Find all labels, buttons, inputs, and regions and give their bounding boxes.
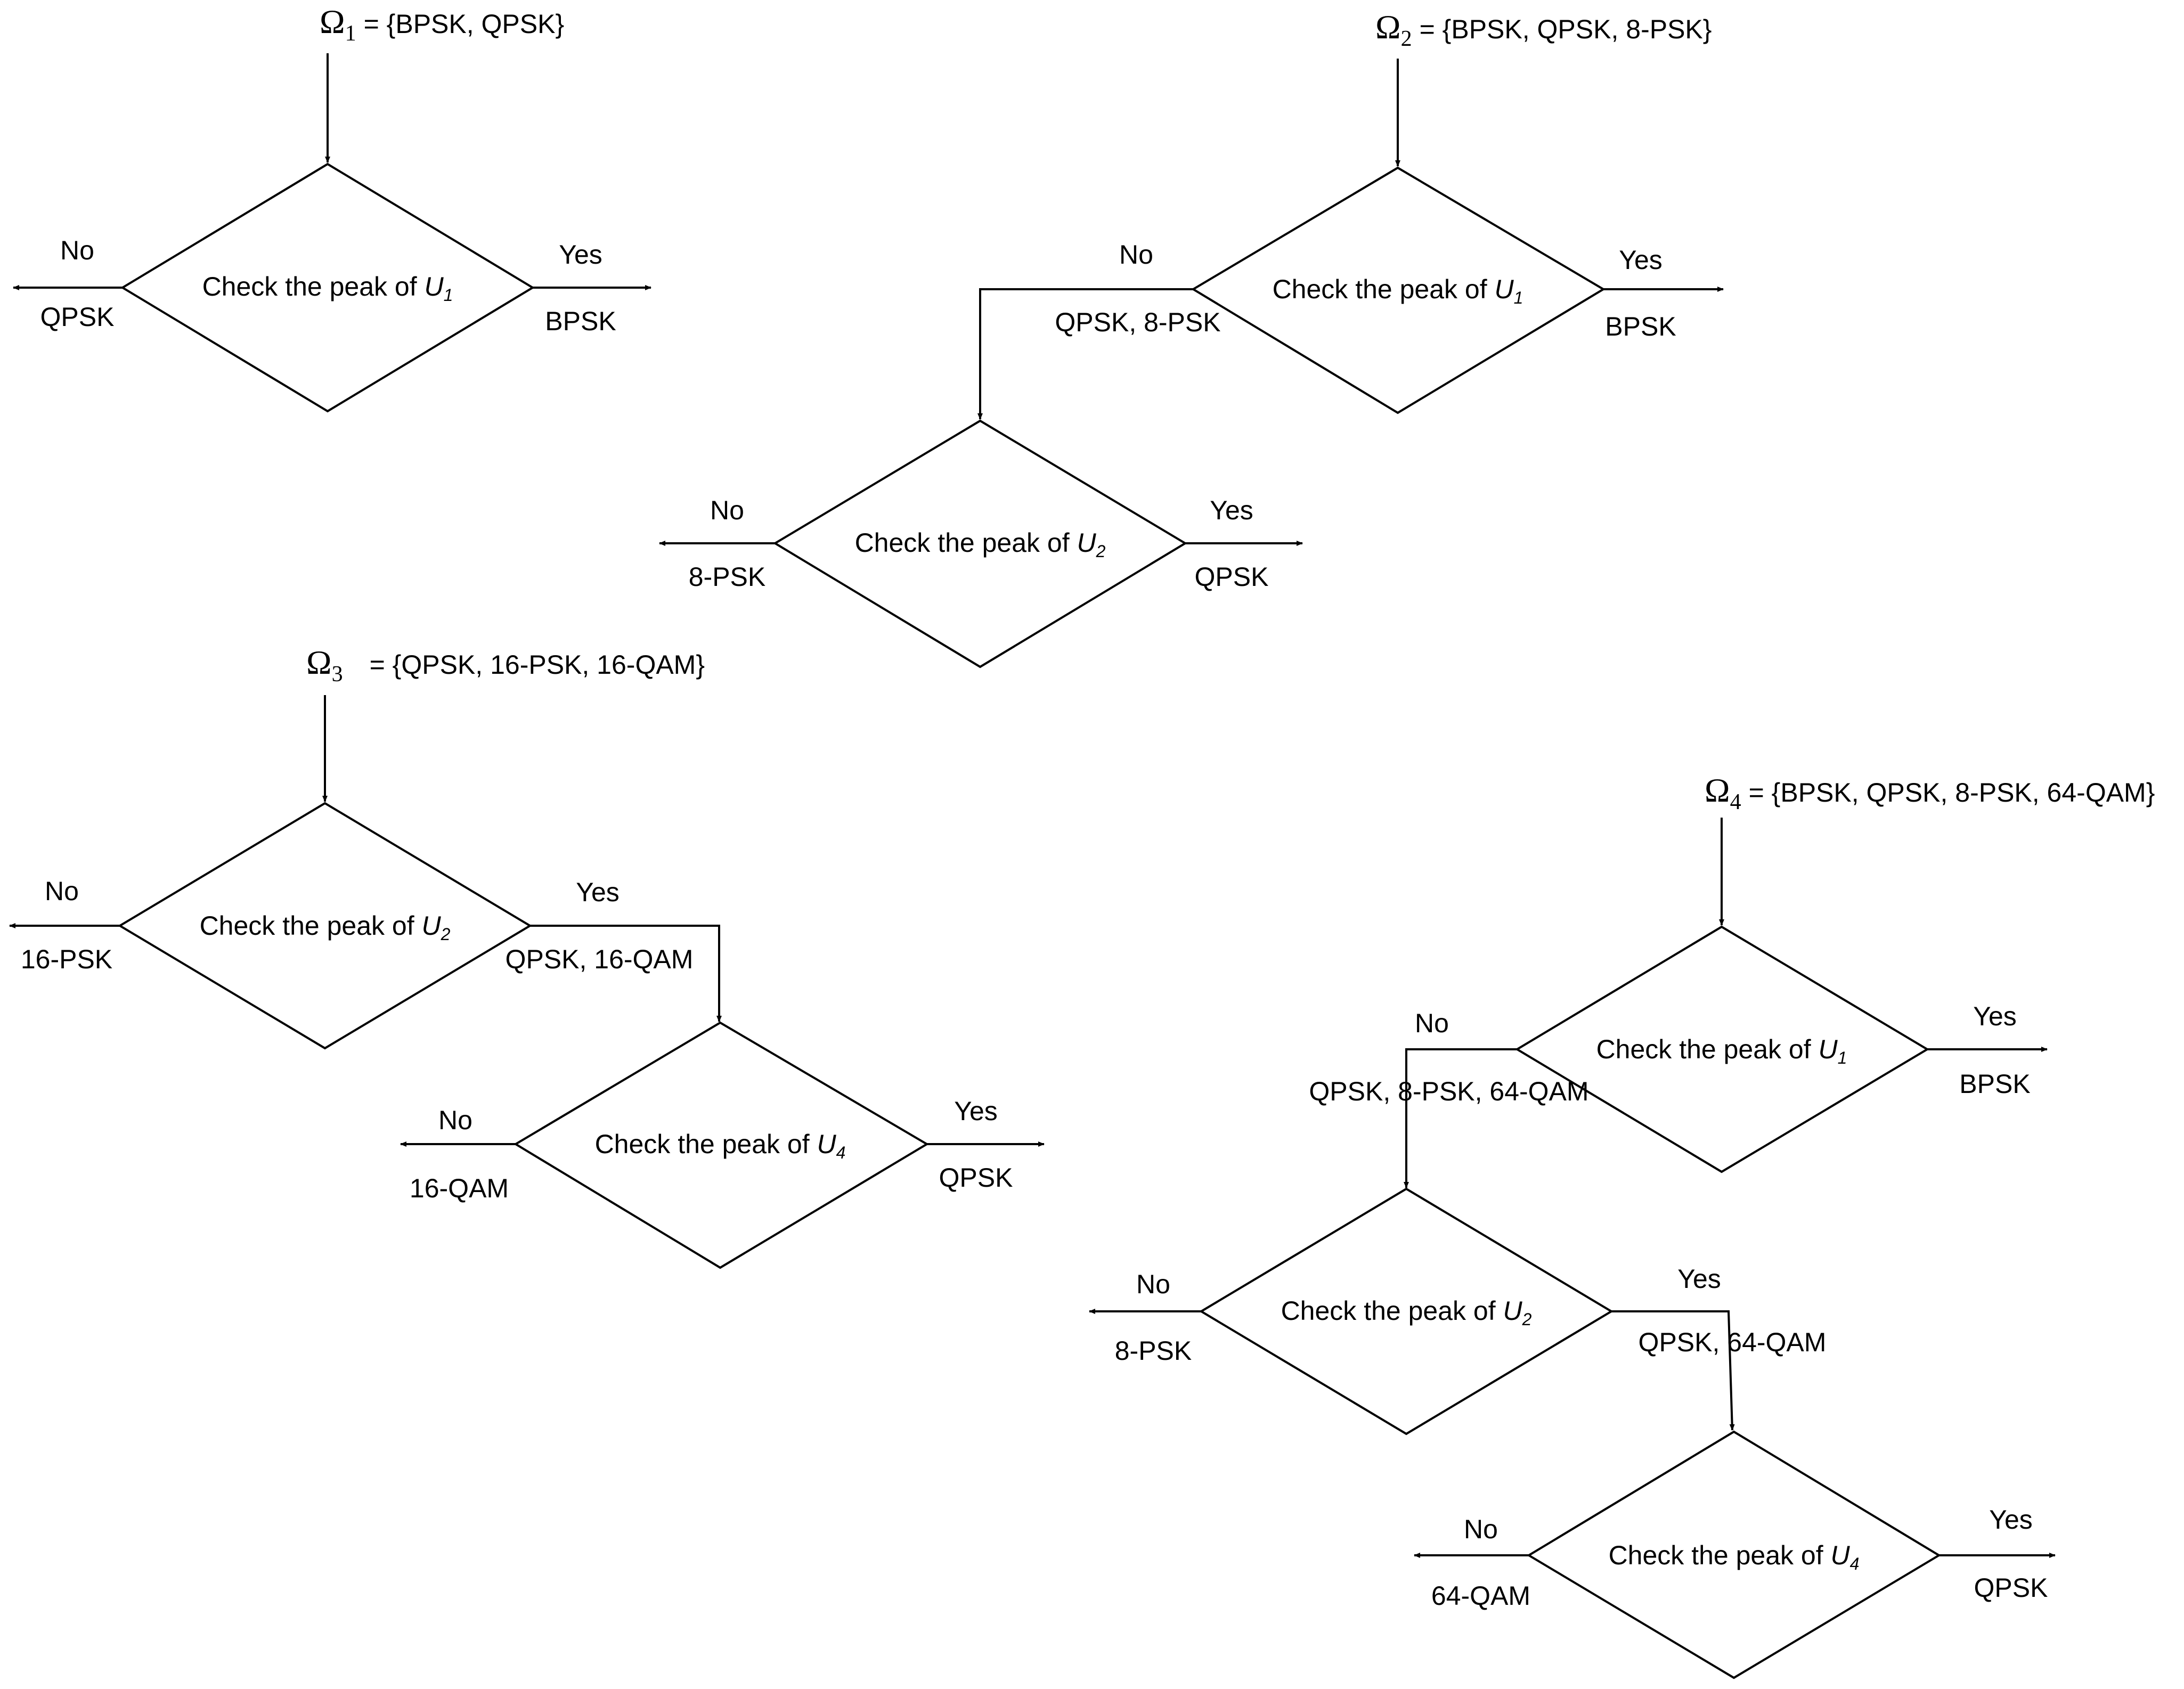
set-label-omega-4: Ω4= {BPSK, QPSK, 8-PSK, 64-QAM} (1705, 771, 2155, 814)
decision-text: Check the peak of U1 (1273, 274, 1523, 307)
yes-output: QPSK (939, 1163, 1013, 1193)
no-output: 64-QAM (1431, 1581, 1530, 1611)
flowchart-omega-3: Ω3= {QPSK, 16-PSK, 16-QAM} Check the pea… (9, 643, 1045, 1269)
yes-output: QPSK, 64-QAM (1639, 1327, 1827, 1357)
no-label: No (438, 1105, 472, 1135)
no-label: No (1119, 240, 1153, 270)
decision-diamond (1515, 925, 1929, 1173)
yes-output: QPSK, 16-QAM (506, 944, 694, 974)
yes-label: Yes (954, 1096, 998, 1126)
yes-label: Yes (1973, 1001, 2017, 1031)
decision-diamond (1199, 1187, 1613, 1435)
no-output: 16-QAM (410, 1173, 509, 1203)
no-connector (977, 288, 1193, 420)
set-label-omega-2: Ω2= {BPSK, QPSK, 8-PSK} (1375, 8, 1712, 51)
no-output: 8-PSK (1115, 1336, 1192, 1366)
yes-label: Yes (1677, 1264, 1721, 1294)
yes-label: Yes (559, 240, 602, 270)
no-output: QPSK, 8-PSK (1055, 307, 1220, 337)
set-label-omega-3: Ω3= {QPSK, 16-PSK, 16-QAM} (306, 643, 705, 687)
set-label-omega-1: Ω1= {BPSK, QPSK} (320, 3, 564, 46)
yes-connector (530, 925, 722, 1022)
decision-diamond (773, 419, 1187, 668)
no-label: No (1464, 1514, 1498, 1544)
flowchart-omega-1: Ω1= {BPSK, QPSK} Check the peak of U1 Ye… (13, 3, 651, 413)
decision-diamond (118, 802, 532, 1050)
yes-output: QPSK (1195, 562, 1269, 592)
yes-label: Yes (576, 877, 620, 907)
decision-diamond (120, 162, 535, 413)
no-label: No (1136, 1269, 1170, 1299)
yes-label: Yes (1210, 495, 1253, 525)
decision-diamond (1191, 166, 1606, 414)
decision-text: Check the peak of U4 (595, 1129, 846, 1162)
decision-text: Check the peak of U2 (1281, 1296, 1532, 1329)
flowchart-omega-4: Ω4= {BPSK, QPSK, 8-PSK, 64-QAM} Check th… (1089, 771, 2155, 1679)
decision-text: Check the peak of U4 (1609, 1540, 1860, 1573)
no-label: No (60, 235, 94, 265)
yes-output: BPSK (1959, 1069, 2030, 1099)
decision-diamond (514, 1021, 929, 1269)
no-label: No (45, 876, 79, 906)
decision-text: Check the peak of U2 (200, 911, 451, 944)
yes-label: Yes (1619, 245, 1663, 275)
no-output: 16-PSK (21, 944, 112, 974)
no-label: No (1415, 1008, 1449, 1038)
yes-label: Yes (1989, 1505, 2033, 1535)
no-output: QPSK (40, 302, 115, 332)
yes-connector (1611, 1310, 1735, 1431)
decision-text: Check the peak of U2 (855, 528, 1106, 561)
no-connector (1404, 1048, 1517, 1188)
yes-output: QPSK (1974, 1573, 2048, 1603)
no-output: 8-PSK (689, 562, 766, 592)
decision-text: Check the peak of U1 (202, 272, 453, 305)
no-output: QPSK, 8-PSK, 64-QAM (1309, 1076, 1588, 1106)
decision-diamond (1527, 1430, 1941, 1679)
flowchart-omega-2: Ω2= {BPSK, QPSK, 8-PSK} Check the peak o… (659, 8, 1724, 668)
decision-text: Check the peak of U1 (1596, 1034, 1847, 1067)
no-label: No (710, 495, 744, 525)
yes-output: BPSK (545, 306, 616, 336)
yes-output: BPSK (1605, 312, 1676, 341)
